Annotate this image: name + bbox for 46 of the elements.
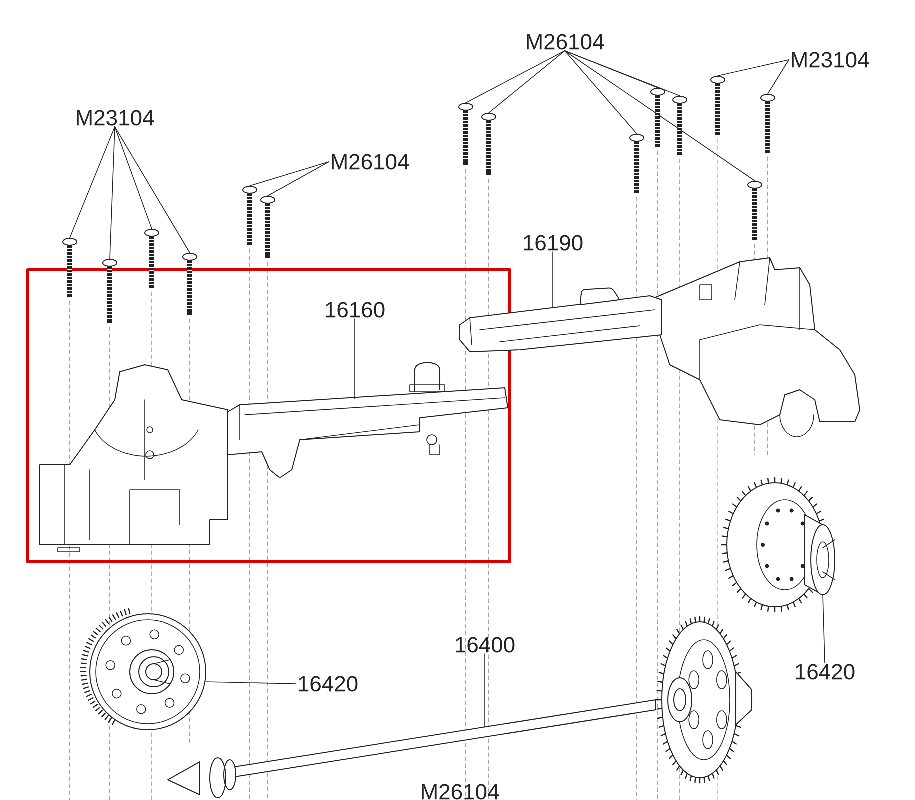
part-number: M23104 bbox=[792, 52, 870, 68]
leader-line bbox=[110, 126, 116, 260]
screw bbox=[62, 238, 78, 297]
chassis-drawing bbox=[460, 258, 860, 438]
part-number: M26104 bbox=[527, 34, 604, 50]
part-number: 16420 bbox=[796, 664, 855, 680]
screw bbox=[672, 96, 688, 155]
leader-line bbox=[250, 162, 330, 186]
gearbox-drawing bbox=[40, 362, 508, 552]
screw bbox=[260, 196, 276, 258]
shaft-drawing bbox=[234, 700, 656, 778]
leader-line bbox=[484, 654, 486, 728]
leader-line bbox=[768, 60, 790, 94]
leader-line bbox=[70, 126, 116, 238]
part-number: M26104 bbox=[332, 154, 410, 170]
ring-gear-drawing bbox=[80, 608, 206, 730]
leader-line bbox=[564, 50, 756, 182]
leader-line bbox=[268, 162, 330, 196]
screw bbox=[102, 259, 118, 323]
screw bbox=[710, 76, 726, 135]
screw bbox=[748, 181, 762, 240]
screw bbox=[458, 103, 474, 165]
leader-line bbox=[488, 50, 566, 114]
screw bbox=[242, 186, 258, 245]
screw bbox=[630, 134, 644, 193]
leader-line bbox=[552, 252, 554, 308]
screw bbox=[650, 88, 666, 147]
leader-line bbox=[114, 126, 152, 230]
screw bbox=[482, 113, 496, 175]
part-number: 16160 bbox=[326, 302, 385, 318]
leader-line bbox=[466, 50, 566, 104]
leader-line bbox=[564, 50, 638, 134]
part-number: M23104 bbox=[77, 110, 154, 126]
part-number: 16420 bbox=[299, 676, 358, 692]
leader-line bbox=[564, 50, 680, 96]
leader-line bbox=[354, 318, 356, 400]
leader-line bbox=[718, 60, 790, 76]
screw bbox=[760, 94, 776, 153]
leader-line bbox=[206, 682, 297, 684]
part-number: 16400 bbox=[456, 637, 515, 653]
differential-drawing bbox=[721, 477, 836, 613]
leader-line bbox=[822, 594, 826, 664]
screw bbox=[144, 229, 160, 288]
part-number: 16190 bbox=[524, 235, 583, 251]
screw bbox=[182, 253, 198, 315]
leader-line bbox=[114, 126, 190, 254]
